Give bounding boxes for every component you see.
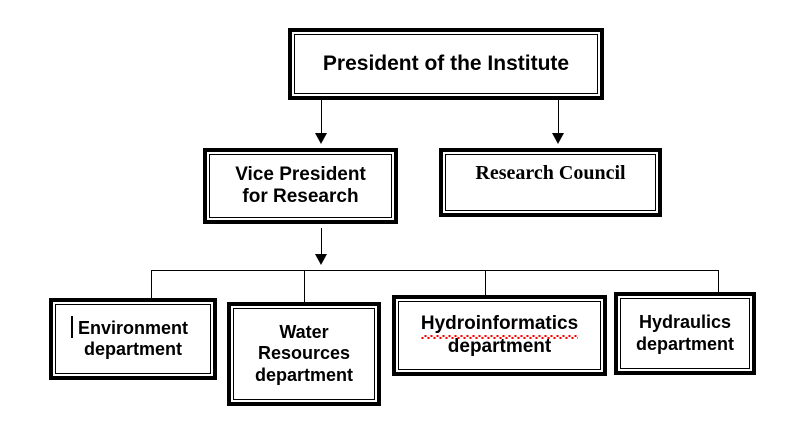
node-president-label: President of the Institute [322, 51, 570, 75]
node-vice-president-label: Vice President for Research [235, 163, 366, 207]
arrowhead-president-to-research-council [552, 133, 564, 144]
node-environment-label: Environment department [77, 317, 188, 359]
node-water-resources-border-gap: Water Resources department [231, 306, 377, 402]
connector-president-to-vice-president [321, 100, 322, 134]
arrowhead-president-to-vice-president [315, 133, 327, 144]
node-environment-department[interactable]: Environment department [49, 298, 217, 380]
connector-bus-to-water-resources [304, 270, 305, 303]
text-cursor-caret [71, 316, 73, 338]
node-environment-border-gap: Environment department [53, 302, 213, 376]
node-hydraulics-department[interactable]: Hydraulics department [614, 292, 756, 375]
node-water-resources-body: Water Resources department [233, 308, 375, 400]
node-environment-body: Environment department [55, 304, 211, 374]
connector-bus-to-hydroinformatics [485, 270, 486, 296]
arrowhead-vice-president-to-bus [315, 254, 327, 265]
connector-president-to-research-council [558, 100, 559, 134]
node-hydraulics-border-gap: Hydraulics department [618, 296, 752, 371]
node-president-border-gap: President of the Institute [292, 32, 600, 96]
node-research-council-border-gap: Research Council [443, 152, 658, 213]
node-hydraulics-body: Hydraulics department [620, 298, 750, 369]
misspelled-word-hydroinformatics: Hydroinformatics [420, 313, 579, 339]
node-vice-president-border-gap: Vice President for Research [207, 152, 394, 220]
node-research-council-label: Research Council [475, 162, 626, 184]
node-vice-president-body: Vice President for Research [209, 154, 392, 218]
node-water-resources-label: Water Resources department [254, 322, 353, 385]
connector-bus-to-hydraulics [718, 270, 719, 293]
node-hydraulics-label: Hydraulics department [635, 312, 734, 354]
node-research-council-body: Research Council [445, 154, 656, 211]
node-research-council[interactable]: Research Council [439, 148, 662, 217]
connector-bus-to-environment [151, 270, 152, 299]
connector-vice-president-to-bus [321, 228, 322, 255]
node-president-body: President of the Institute [294, 34, 598, 94]
node-water-resources-department[interactable]: Water Resources department [227, 302, 381, 406]
node-hydroinformatics-label-line2: department [447, 335, 552, 357]
departments-bus-line [151, 270, 719, 271]
node-vice-president[interactable]: Vice President for Research [203, 148, 398, 224]
node-president[interactable]: President of the Institute [288, 28, 604, 100]
